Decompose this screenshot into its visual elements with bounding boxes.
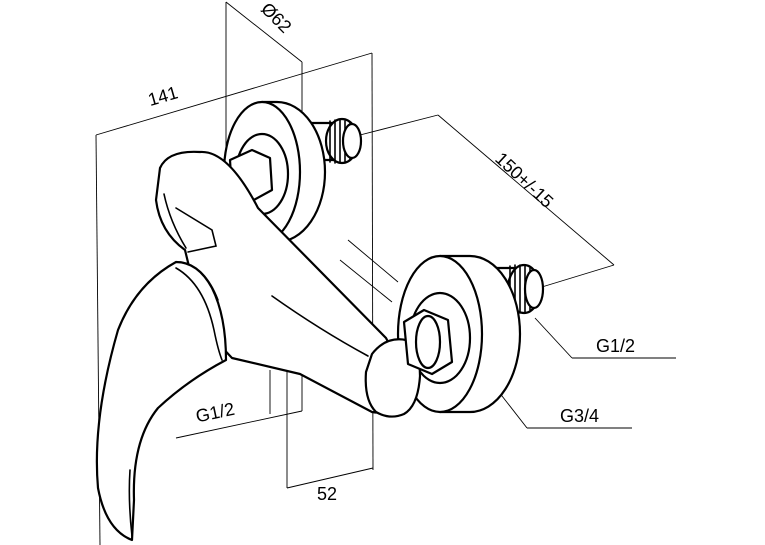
thread-label-g12-right: G1/2 — [596, 336, 635, 356]
dimension-52: 52 — [317, 484, 337, 504]
thread-label-g34: G3/4 — [560, 406, 599, 426]
dimension-150: 150+/-15 — [491, 148, 557, 211]
thread-label-g12-left: G1/2 — [194, 399, 236, 427]
dimension-141: 141 — [146, 82, 180, 110]
front-nut — [402, 308, 454, 376]
lever-handle — [95, 260, 228, 542]
